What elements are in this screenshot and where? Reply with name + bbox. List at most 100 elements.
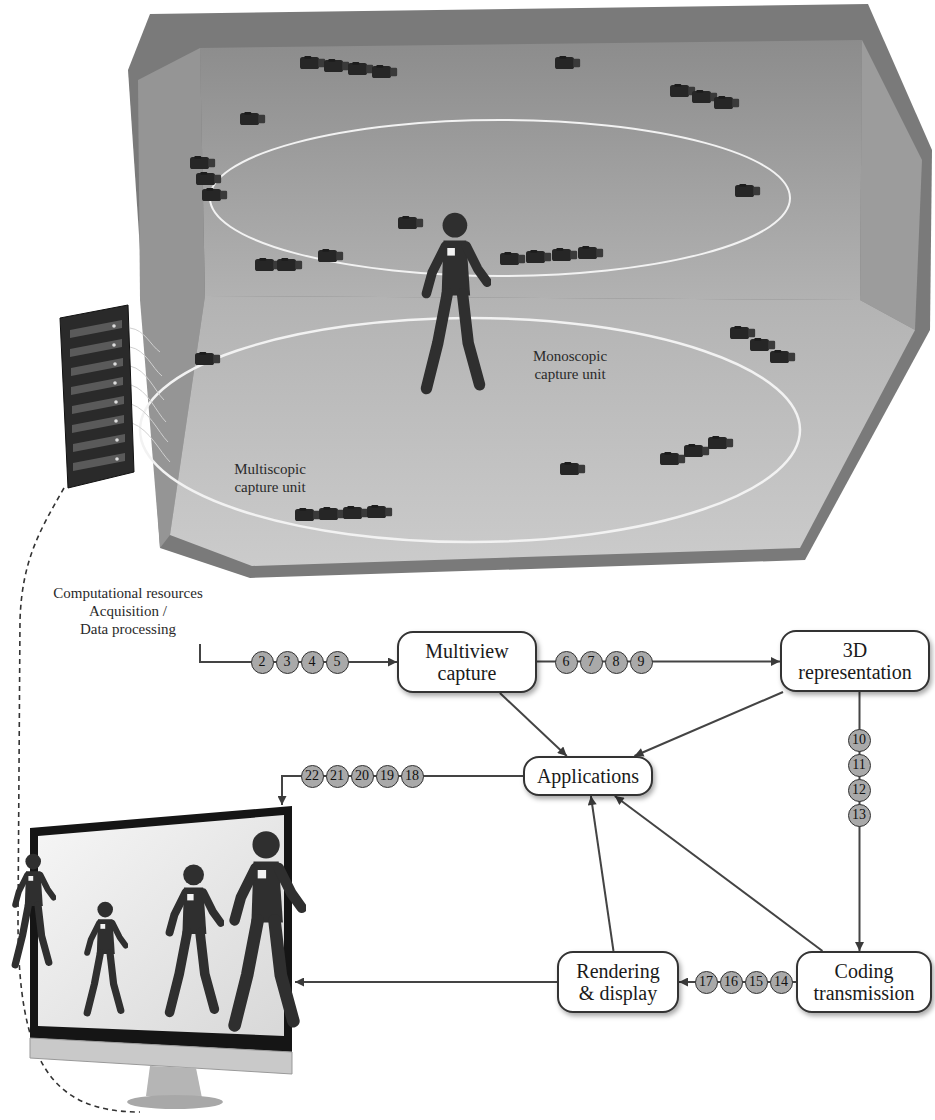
caption-label: Computational resources [41,584,216,602]
server-rack [60,305,134,488]
camera-units [735,184,760,197]
process-box: Rendering & display [557,951,679,1013]
camera-units [295,508,320,521]
camera-units [500,252,525,265]
flow-arrow [500,693,567,756]
callout-number: 2 [251,651,274,674]
callout-number: 22 [301,765,324,788]
display-monitor [235,831,302,1025]
camera-units [277,258,302,271]
box-label: Rendering & display [569,960,667,1004]
callout-number: 14 [770,971,793,994]
callout-number: 20 [351,765,374,788]
callout-number: 6 [555,651,578,674]
camera-units [692,90,717,103]
flow-arrow [634,692,783,756]
camera-units [202,188,227,201]
display-monitor [38,815,284,1036]
server-rack [130,366,164,400]
camera-units [372,65,397,78]
callout-number: 13 [848,804,871,827]
camera-units [318,249,343,262]
camera-rings [210,120,790,276]
caption-label: Monoscopic capture unit [513,347,628,383]
box-label: Applications [535,765,641,787]
callout-number: 16 [720,971,743,994]
camera-units [750,338,775,351]
camera-units [343,506,368,519]
display-monitor [87,902,125,1013]
camera-units [770,350,795,363]
server-rack [73,434,125,452]
flow-arrow [615,796,823,951]
flow-arrow [591,796,614,951]
actor-figure [426,213,487,389]
camera-units [684,444,709,457]
camera-units [255,258,280,271]
camera-units [398,216,423,229]
studio-room [128,4,932,578]
display-monitor [170,864,221,1012]
process-box: Multiview capture [397,631,537,693]
camera-units [660,452,685,465]
flow-lines [200,644,397,662]
box-label: Multiview capture [409,640,525,684]
server-rack [115,438,119,442]
server-rack [71,358,123,376]
camera-units [555,56,580,69]
server-rack [112,324,116,328]
callout-number: 3 [276,651,299,674]
server-rack [72,396,124,414]
server-rack [70,320,122,338]
flow-lines [295,981,560,983]
callout-number: 19 [376,765,399,788]
studio-room [860,40,922,330]
display-monitor [127,1095,223,1109]
server-rack [70,339,122,357]
camera-units [196,172,221,185]
camera-units [708,436,733,449]
caption-label: Multiscopic capture unit [213,460,328,496]
display-monitor [15,806,302,1109]
camera-units [560,462,585,475]
process-box: Coding transmission [796,951,932,1013]
server-rack [72,415,124,433]
studio-room [170,296,915,566]
callout-number: 9 [630,651,653,674]
callout-number: 5 [326,651,349,674]
camera-units [300,56,325,69]
camera-units [526,250,551,263]
callout-number: 8 [605,651,628,674]
callout-number: 17 [695,971,718,994]
server-rack [114,400,118,404]
camera-units [730,326,755,339]
camera-units [714,96,739,109]
camera-units [240,112,265,125]
callout-number: 7 [580,651,603,674]
callout-number: 15 [745,971,768,994]
callout-number: 18 [401,765,424,788]
process-box: 3D representation [780,630,930,692]
camera-units [578,246,603,259]
server-rack [130,347,162,376]
server-rack [114,419,118,423]
server-rack [113,381,117,385]
callout-number: 21 [326,765,349,788]
display-monitor [15,854,53,965]
camera-units [324,59,349,72]
server-rack [113,362,117,366]
server-rack [73,453,125,471]
process-box: Applications [523,756,653,796]
server-rack [71,377,123,395]
box-label: 3D representation [792,639,918,683]
camera-units [552,248,577,261]
camera-units [670,84,695,97]
display-monitor [146,1066,202,1098]
server-rack [132,423,170,462]
box-label: Coding transmission [808,960,920,1004]
callout-number: 10 [848,729,871,752]
actor-figure [426,213,487,389]
camera-units [190,56,795,521]
